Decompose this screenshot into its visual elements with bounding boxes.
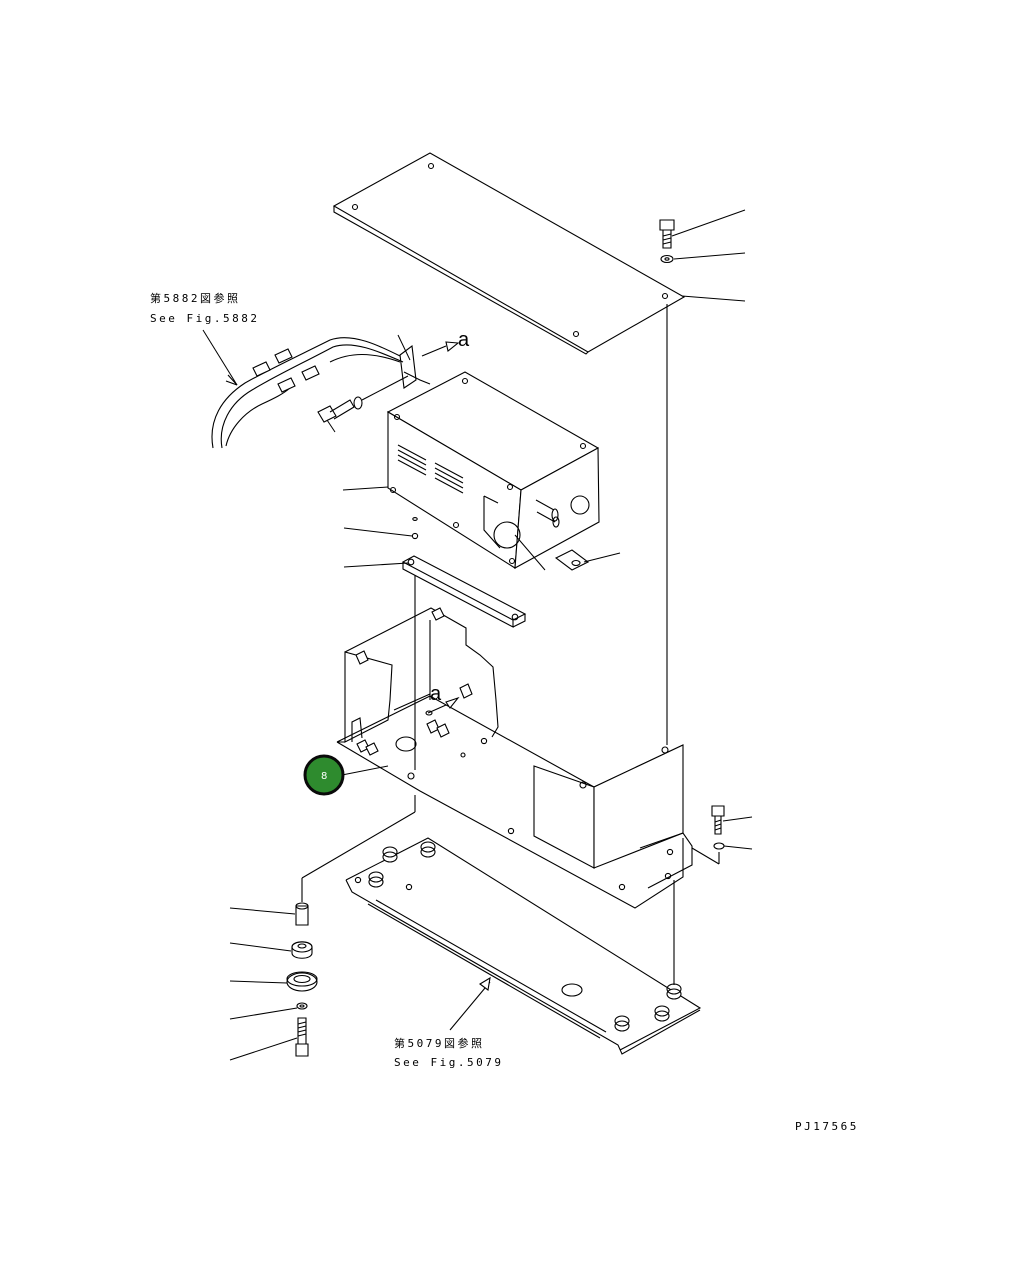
drawing-code: PJ17565 — [795, 1120, 859, 1133]
fig5079-ref-jp: 第5079図参照 — [394, 1036, 485, 1050]
bottom-frame-plate — [345, 837, 702, 1055]
callout-number[interactable]: 8 — [321, 771, 327, 782]
part-callout-8[interactable]: 8 — [303, 754, 345, 796]
left-hardware-stack — [229, 795, 416, 1061]
top-cover-plate — [332, 152, 686, 355]
top-right-bolt — [659, 209, 746, 745]
harness-bolt — [317, 375, 409, 433]
small-bracket — [554, 549, 621, 571]
callout-badge[interactable] — [303, 754, 345, 796]
fig5079-ref-en: See Fig.5079 — [394, 1056, 503, 1069]
mounting-strip — [343, 517, 527, 770]
fig5882-ref-jp: 第5882図参照 — [150, 291, 241, 305]
wire-harness — [202, 329, 460, 449]
base-bracket — [336, 607, 693, 909]
bottom-right-bolt — [673, 805, 753, 985]
control-box — [342, 371, 600, 571]
view-label-upper: a — [458, 329, 470, 351]
view-label-lower: a — [430, 683, 442, 705]
fig5882-ref-en: See Fig.5882 — [150, 312, 259, 325]
